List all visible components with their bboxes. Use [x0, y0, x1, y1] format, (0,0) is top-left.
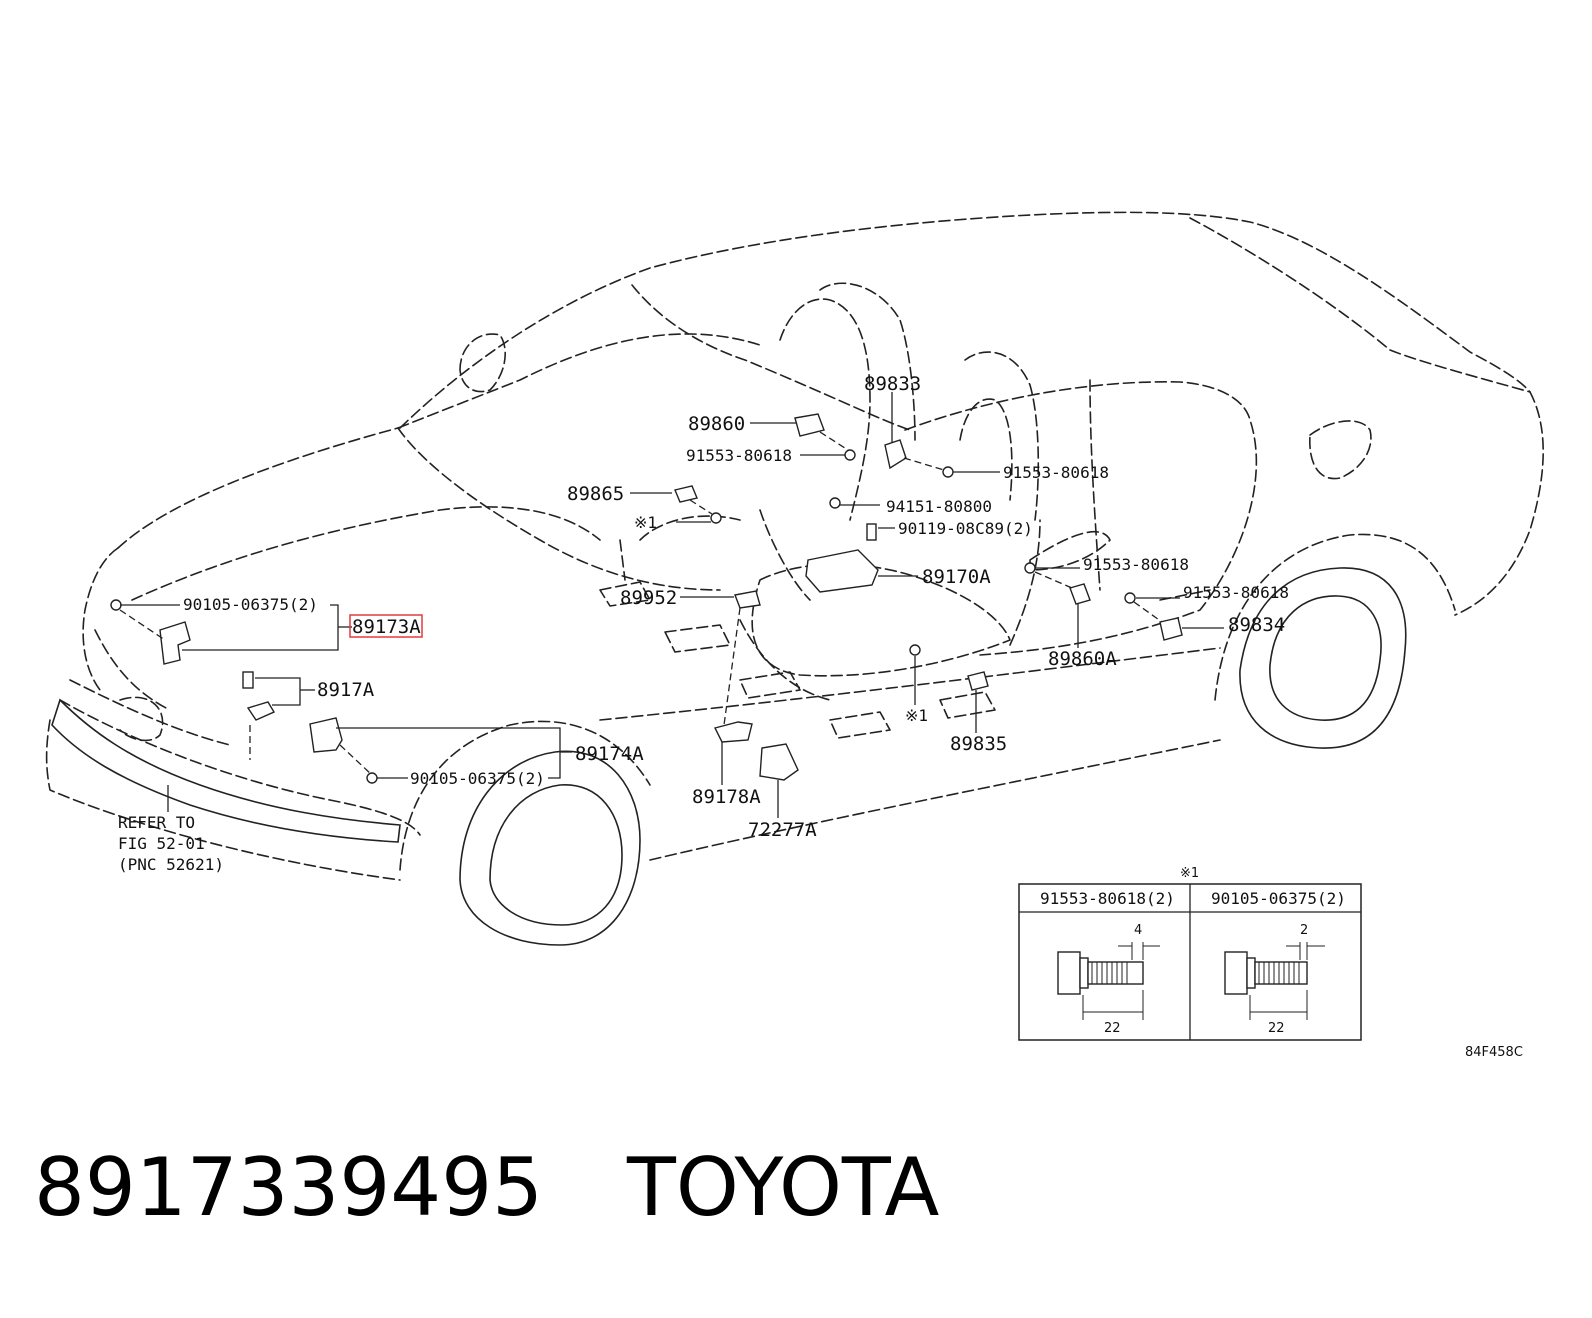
part-89952: [734, 590, 761, 609]
part-8917a: [246, 701, 276, 721]
callout-89860: 89860: [688, 413, 745, 435]
bolt-inset-table: ※1 91553-80618(2) 90105-06375(2) 4 22: [1018, 866, 1362, 1041]
callout-90119: 90119-08C89(2): [898, 519, 1033, 538]
bolt-8917a: [242, 671, 254, 689]
figure-code: 84F458C: [1465, 1045, 1523, 1060]
callout-note1-b: ※1: [905, 706, 928, 725]
callout-90105-a: 90105-06375(2): [183, 595, 318, 614]
callout-labels: 89833 89860 91553-80618 91553-80618 8986…: [118, 373, 1289, 874]
inset-col2-dim-small: 2: [1300, 923, 1308, 938]
inset-col1-title: 91553-80618(2): [1040, 889, 1175, 908]
inset-col2-dim-len: 22: [1268, 1021, 1285, 1036]
callout-8917a: 8917A: [317, 679, 375, 701]
nut-94151: [829, 497, 841, 509]
part-89170a: [805, 549, 879, 593]
callout-89173a: 89173A: [352, 616, 421, 638]
bolt-drawing-2: 2 22: [1224, 923, 1325, 1036]
inset-col2-title: 90105-06375(2): [1211, 889, 1346, 908]
callout-89170a: 89170A: [922, 566, 991, 588]
callout-89833: 89833: [864, 373, 921, 395]
highlight-box: [349, 614, 423, 638]
bolt-90119: [866, 523, 877, 541]
parts-diagram: 89833 89860 91553-80618 91553-80618 8986…: [45, 211, 1544, 1060]
part-89834: [1159, 617, 1183, 641]
part-89865: [674, 485, 698, 503]
part-89860: [794, 413, 825, 437]
parts-shapes: [110, 413, 1183, 784]
callout-89178a: 89178A: [692, 786, 761, 808]
car-body-outline: [45, 211, 1544, 946]
part-89833: [884, 439, 907, 470]
inset-mark: ※1: [1180, 866, 1199, 881]
inset-col1-dim-len: 22: [1104, 1021, 1121, 1036]
bolt-91553-d: [1124, 592, 1136, 604]
bolt-note1-a: [710, 512, 722, 524]
callout-89952: 89952: [620, 587, 677, 609]
part-89860a: [1069, 583, 1091, 605]
callout-91553-a: 91553-80618: [686, 446, 792, 465]
callout-89860a: 89860A: [1048, 648, 1117, 670]
callout-91553-c: 91553-80618: [1083, 555, 1189, 574]
part-89173a: [159, 621, 191, 665]
callout-72277a: 72277A: [748, 819, 817, 841]
callout-note1-a: ※1: [634, 513, 657, 532]
callout-94151: 94151-80800: [886, 497, 992, 516]
brand-name: TOYOTA: [626, 1141, 940, 1234]
part-89178a: [713, 721, 753, 743]
bolt-note1-b: [909, 644, 921, 656]
part-72277a: [759, 743, 799, 781]
inset-col1-dim-small: 4: [1134, 923, 1142, 938]
part-title: 8917339495 TOYOTA: [34, 1138, 939, 1238]
bolt-91553-a: [844, 449, 856, 461]
part-number: 8917339495: [34, 1141, 543, 1234]
bolt-90105-b: [366, 772, 378, 784]
bolt-drawing-1: 4 22: [1057, 923, 1160, 1036]
bolt-91553-c: [1024, 562, 1036, 574]
callout-91553-b: 91553-80618: [1003, 463, 1109, 482]
part-89835: [967, 671, 989, 691]
bolt-90105-a: [110, 599, 122, 611]
callout-90105-b: 90105-06375(2): [410, 769, 545, 788]
bolt-91553-b: [942, 466, 954, 478]
callout-89835: 89835: [950, 733, 1007, 755]
callout-89865: 89865: [567, 483, 624, 505]
callout-91553-d: 91553-80618: [1183, 583, 1289, 602]
refer-line1: REFER TO: [118, 813, 195, 832]
refer-line2: FIG 52-01: [118, 834, 205, 853]
part-89174a: [309, 717, 343, 753]
callout-89834: 89834: [1228, 614, 1285, 636]
callout-89174a: 89174A: [575, 743, 644, 765]
refer-line3: (PNC 52621): [118, 855, 224, 874]
